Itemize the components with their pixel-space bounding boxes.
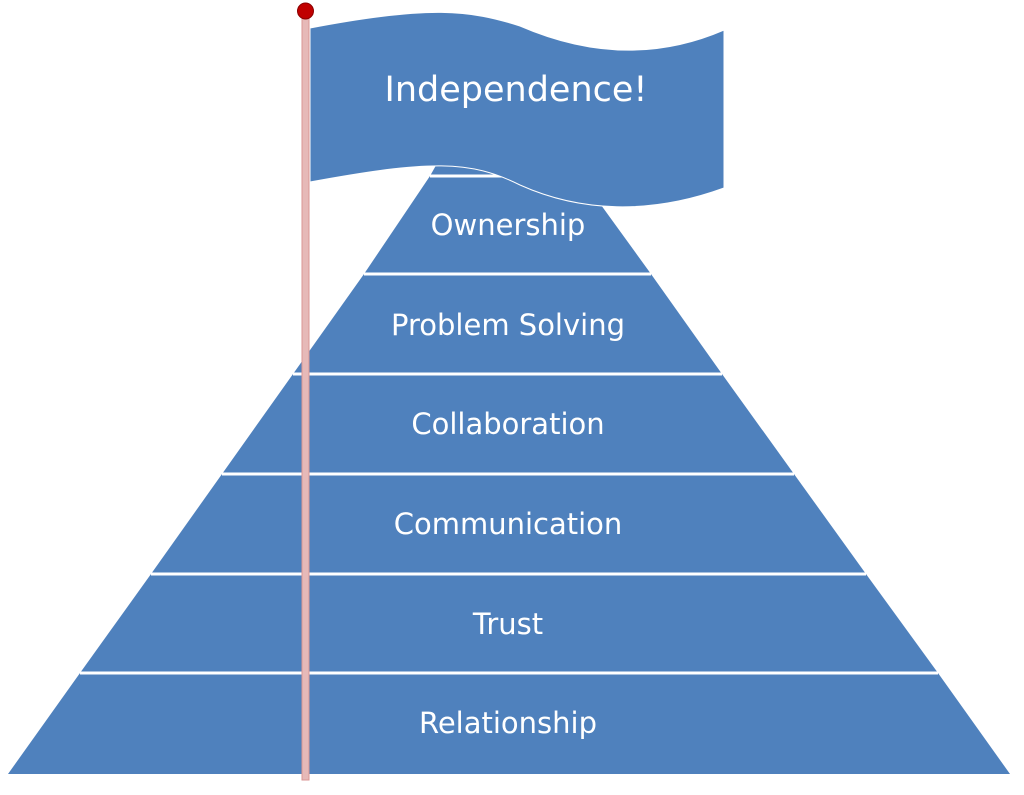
layer-label-relationship: Relationship (419, 706, 597, 740)
flag-pole-shaft (301, 11, 310, 781)
pyramid-layer-problem-solving (293, 274, 722, 374)
flag-pole (297, 2, 314, 781)
flag-pole-knob (297, 2, 314, 20)
pyramid-layer-communication (151, 474, 866, 574)
layer-label-collaboration: Collaboration (411, 407, 604, 441)
flag: Independence! (309, 11, 725, 208)
pyramid-layer-relationship (8, 673, 1010, 774)
pyramid: Ownership Problem Solving Collaboration … (8, 160, 1010, 774)
flag-label: Independence! (385, 70, 648, 110)
pyramid-layer-collaboration (222, 374, 794, 474)
pyramid-layer-trust (80, 574, 938, 673)
layer-label-trust: Trust (472, 607, 543, 641)
flag-banner (309, 11, 725, 208)
layer-label-ownership: Ownership (431, 208, 586, 242)
layer-label-problem-solving: Problem Solving (391, 308, 625, 342)
layer-label-communication: Communication (394, 507, 623, 541)
